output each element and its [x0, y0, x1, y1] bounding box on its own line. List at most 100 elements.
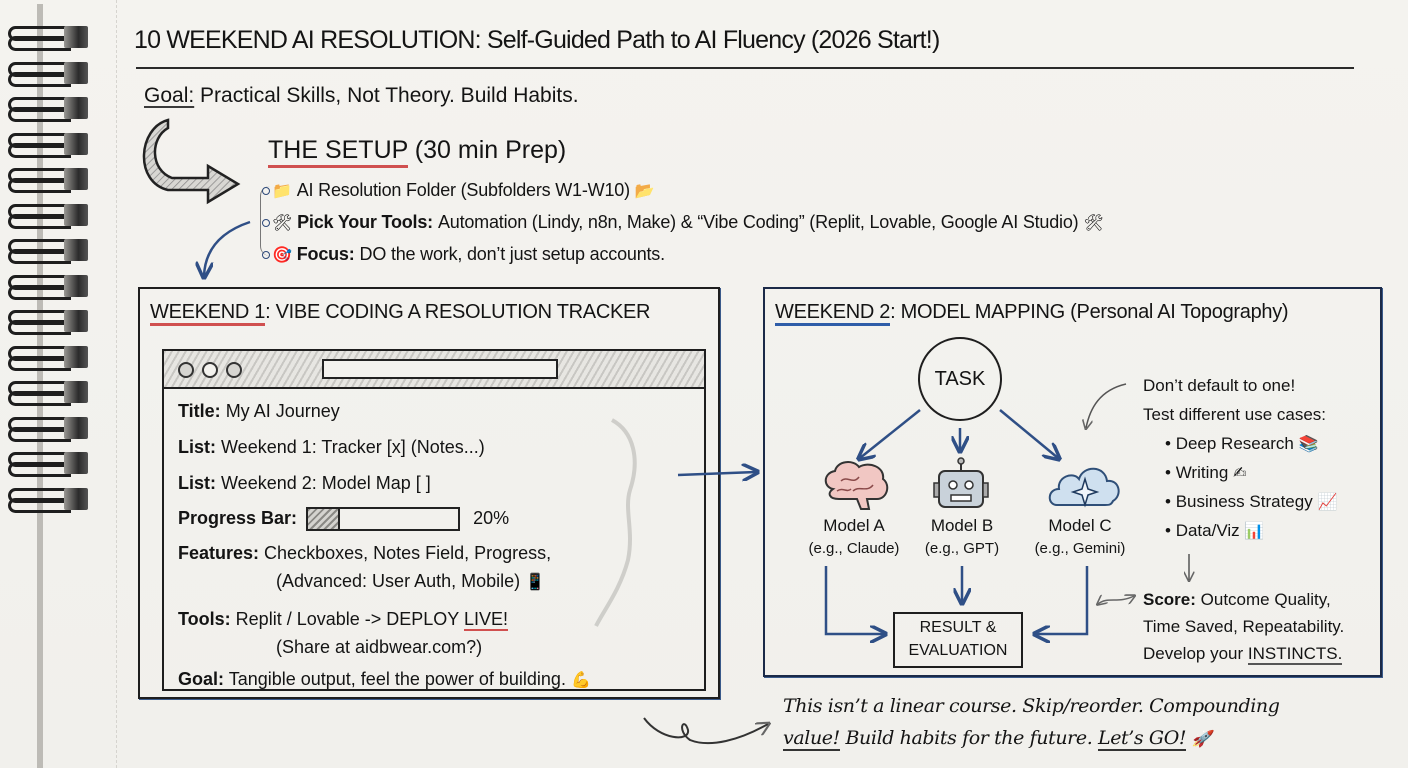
bullet-dot	[262, 219, 270, 227]
notebook-spine	[37, 4, 43, 768]
ring-hole	[64, 381, 88, 403]
ring-loop	[8, 416, 71, 432]
goal-line: Goal: Practical Skills, Not Theory. Buil…	[144, 84, 579, 108]
ring-loop	[8, 462, 71, 477]
note-line-2: Test different use cases:	[1143, 405, 1327, 424]
score-line-3: Develop your	[1143, 644, 1244, 663]
spiral-binding	[0, 0, 100, 768]
browser-toolbar	[164, 351, 704, 389]
score-line-1: Outcome Quality,	[1200, 590, 1331, 609]
ring-hole	[64, 274, 88, 297]
weekend1-label: WEEKEND 1	[150, 301, 265, 326]
line-value: (Share at aidbwear.com?)	[276, 637, 483, 657]
ring-hole	[64, 26, 88, 48]
ring-loop	[8, 142, 71, 158]
setup-duration: (30 min Prep)	[414, 136, 567, 164]
ring-loop	[8, 178, 71, 193]
ring-loop	[8, 168, 71, 183]
result-evaluation-box: RESULT & EVALUATION	[893, 612, 1023, 668]
tracker-list-line-2: List: Weekend 2: Model Map [ ]	[178, 473, 431, 494]
tracker-features-line: Features: Checkboxes, Notes Field, Progr…	[178, 543, 551, 564]
use-case-item: Business Strategy 📈	[1165, 487, 1373, 516]
setup-item-focus: 🎯 Focus: DO the work, don’t just setup a…	[262, 238, 1372, 270]
line-value: Checkboxes, Notes Field, Progress,	[264, 543, 552, 563]
flexed-bicep-icon: 💪	[570, 670, 591, 689]
tracker-progress-line: Progress Bar: 20%	[178, 507, 509, 531]
use-cases-note: Don’t default to one! Test different use…	[1143, 371, 1373, 545]
bullet-dot	[262, 251, 270, 259]
spiral-ring	[8, 202, 88, 230]
ring-loop	[8, 345, 71, 361]
progress-bar-fill	[308, 509, 341, 529]
footer-line-2: value! Build habits for the future. Let’…	[783, 722, 1383, 755]
result-line-1: RESULT &	[919, 619, 997, 636]
ring-loop	[8, 381, 71, 396]
model-a: Model A (e.g., Claude)	[789, 514, 919, 560]
model-example: (e.g., GPT)	[924, 540, 1000, 557]
ring-hole	[64, 132, 88, 155]
ring-loop	[8, 71, 71, 87]
ring-loop	[8, 391, 71, 406]
ring-loop	[8, 36, 71, 51]
spiral-ring	[8, 60, 88, 88]
ring-loop	[8, 284, 71, 300]
spiral-ring	[8, 379, 88, 407]
model-name: Model C	[1048, 516, 1112, 535]
setup-to-weekend1-arrow	[204, 220, 251, 276]
spiral-ring	[8, 415, 88, 443]
title-underline	[136, 67, 1354, 69]
score-line-2: Time Saved, Repeatability.	[1143, 617, 1345, 636]
model-name: Model B	[930, 516, 994, 535]
use-case-item: Deep Research 📚	[1165, 429, 1373, 458]
setup-item-folder: 📁 AI Resolution Folder (Subfolders W1-W1…	[262, 174, 1372, 206]
cloud-sparkle-icon	[1048, 467, 1120, 508]
target-icon: 🎯	[272, 244, 292, 264]
setup-item-text: Automation (Lindy, n8n, Make) & “Vibe Co…	[437, 211, 1079, 232]
model-b: Model B (e.g., GPT)	[897, 514, 1027, 560]
model-c: Model C (e.g., Gemini)	[1015, 514, 1145, 560]
tracker-title-line: Title: My AI Journey	[178, 401, 340, 422]
window-dot-icon	[178, 362, 194, 378]
line-label: Goal:	[178, 669, 225, 689]
weekend2-label: WEEKEND 2	[775, 301, 890, 326]
weekend2-heading: : MODEL MAPPING	[890, 301, 1065, 323]
footer-line-1: This isn’t a linear course. Skip/reorder…	[783, 695, 1280, 717]
spiral-ring	[8, 308, 88, 336]
goal-label: Goal:	[144, 84, 195, 107]
ring-hole	[64, 487, 88, 510]
ring-hole	[64, 97, 88, 119]
goal-text: Practical Skills, Not Theory. Build Habi…	[200, 84, 579, 107]
line-label: Progress Bar:	[178, 507, 298, 528]
score-note: Score: Outcome Quality, Time Saved, Repe…	[1143, 586, 1373, 667]
spiral-ring	[8, 95, 88, 123]
use-case-text: Data/Viz	[1175, 521, 1240, 540]
mobile-phone-icon: 📱	[525, 572, 546, 591]
tracker-tools-line: Tools: Replit / Lovable -> DEPLOY LIVE!	[178, 609, 509, 631]
bar-chart-icon: 📊	[1244, 521, 1265, 540]
weekend1-card: WEEKEND 1: VIBE CODING A RESOLUTION TRAC…	[138, 287, 720, 699]
writing-hand-icon: ✍	[1233, 463, 1247, 482]
line-value: Weekend 2: Model Map [ ]	[221, 473, 431, 493]
tracker-goal-line: Goal: Tangible output, feel the power of…	[178, 669, 591, 690]
ring-loop	[8, 132, 71, 148]
weekend1-title: WEEKEND 1: VIBE CODING A RESOLUTION TRAC…	[150, 301, 650, 326]
setup-item-text: AI Resolution Folder (Subfolders W1-W10)	[296, 179, 630, 200]
setup-heading: THE SETUP	[268, 136, 408, 168]
footer-swirl-arrow	[643, 717, 768, 745]
model-example: (e.g., Gemini)	[1034, 540, 1126, 557]
window-dot-icon	[202, 362, 218, 378]
ring-hole	[64, 452, 88, 474]
bullet-dot	[262, 187, 270, 195]
ring-loop	[8, 452, 71, 467]
setup-item-label: Focus:	[296, 243, 355, 264]
use-case-text: Business Strategy	[1175, 492, 1313, 511]
ring-loop	[8, 274, 71, 290]
ring-loop	[8, 97, 71, 112]
ring-loop	[8, 249, 71, 264]
margin-line	[116, 0, 117, 768]
score-label: Score:	[1143, 590, 1196, 609]
ring-loop	[8, 203, 71, 219]
line-label: Title:	[178, 401, 221, 421]
ring-hole	[64, 416, 88, 439]
use-case-list: Deep Research 📚 Writing ✍ Business Strat…	[1143, 429, 1373, 545]
